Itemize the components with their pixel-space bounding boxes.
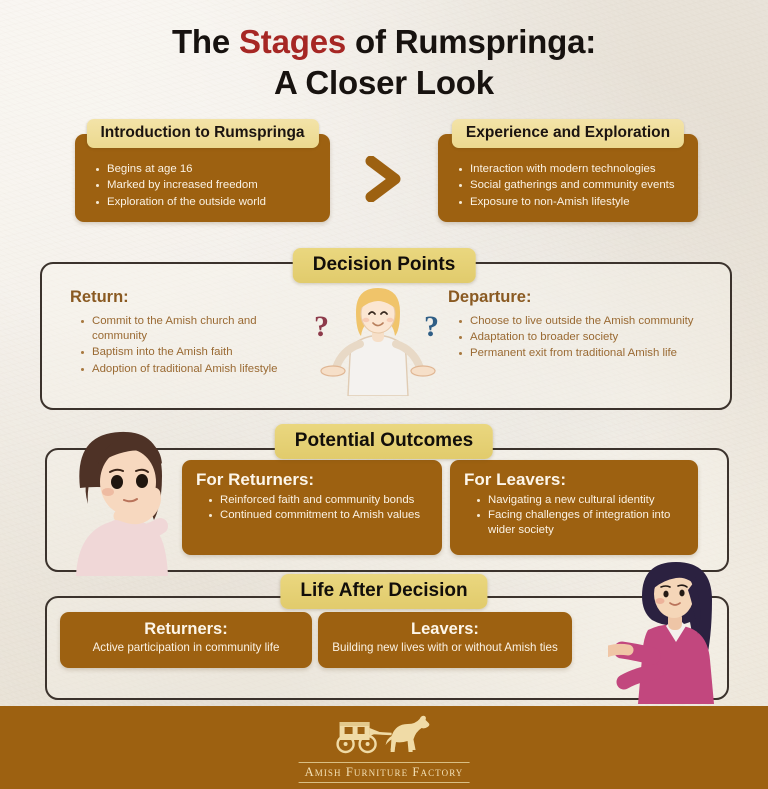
- list-item: Marked by increased freedom: [96, 178, 320, 193]
- stage-heading-introduction: Introduction to Rumspringa: [86, 119, 319, 148]
- brand-name: Amish Furniture Factory: [298, 762, 470, 783]
- list-item: Baptism into the Amish faith: [81, 345, 308, 360]
- list-item: Continued commitment to Amish values: [209, 508, 432, 523]
- list-item: Reinforced faith and community bonds: [209, 493, 432, 508]
- outcome-heading-leavers: For Leavers:: [464, 470, 567, 489]
- section-title-life-after-decision: Life After Decision: [280, 574, 488, 609]
- outcome-bullet-list-returners: Reinforced faith and community bonds Con…: [182, 493, 442, 523]
- list-item: Exposure to non-Amish lifestyle: [459, 195, 688, 210]
- outcome-card-returners: For Returners: Reinforced faith and comm…: [182, 460, 442, 555]
- stage-card-experience: Experience and Exploration Interaction w…: [438, 119, 698, 222]
- question-mark-left-icon: ?: [314, 310, 329, 343]
- outcome-bullet-list-leavers: Navigating a new cultural identity Facin…: [450, 493, 698, 539]
- title-line2: A Closer Look: [274, 63, 494, 101]
- title-highlight: Stages: [239, 23, 347, 60]
- list-item: Navigating a new cultural identity: [477, 493, 688, 508]
- illustration-thinking-woman: [58, 424, 178, 576]
- stage-card-introduction: Introduction to Rumspringa Begins at age…: [75, 119, 330, 222]
- decision-bullet-list-return: Commit to the Amish church and community…: [70, 314, 308, 377]
- title-line1-post: of Rumspringa:: [346, 23, 597, 60]
- list-item: Adaptation to broader society: [459, 330, 710, 345]
- chevron-right-icon: [362, 155, 406, 203]
- list-item: Begins at age 16: [96, 162, 320, 177]
- life-heading-leavers: Leavers:: [411, 620, 479, 638]
- horse-and-buggy-icon: [299, 714, 470, 761]
- life-card-leavers: Leavers: Building new lives with or with…: [318, 612, 572, 668]
- list-item: Exploration of the outside world: [96, 195, 320, 210]
- decision-bullet-list-departure: Choose to live outside the Amish communi…: [448, 314, 710, 362]
- list-item: Facing challenges of integration into wi…: [477, 508, 688, 538]
- title-line1-pre: The: [171, 23, 239, 60]
- life-heading-returners: Returners:: [144, 620, 228, 638]
- decision-column-departure: Departure: Choose to live outside the Am…: [448, 288, 710, 363]
- life-card-returners: Returners: Active participation in commu…: [60, 612, 312, 668]
- list-item: Social gatherings and community events: [459, 178, 688, 193]
- stage-bullet-list-introduction: Begins at age 16 Marked by increased fre…: [75, 134, 330, 210]
- life-text-leavers: Building new lives with or without Amish…: [332, 641, 558, 654]
- decision-heading-return: Return:: [70, 288, 129, 306]
- page-title: The Stages of Rumspringa: A Closer Look: [0, 22, 768, 104]
- decision-heading-departure: Departure:: [448, 288, 532, 306]
- outcome-card-leavers: For Leavers: Navigating a new cultural i…: [450, 460, 698, 555]
- list-item: Interaction with modern technologies: [459, 162, 688, 177]
- section-title-decision-points: Decision Points: [292, 248, 476, 283]
- section-title-potential-outcomes: Potential Outcomes: [274, 424, 494, 459]
- list-item: Choose to live outside the Amish communi…: [459, 314, 710, 329]
- list-item: Permanent exit from traditional Amish li…: [459, 346, 710, 361]
- life-text-returners: Active participation in community life: [92, 641, 280, 654]
- decision-column-return: Return: Commit to the Amish church and c…: [70, 288, 308, 378]
- outcome-heading-returners: For Returners:: [196, 470, 315, 489]
- stage-heading-experience: Experience and Exploration: [451, 119, 685, 148]
- question-mark-right-icon: ?: [424, 310, 439, 343]
- stage-bullet-list-experience: Interaction with modern technologies Soc…: [438, 134, 698, 210]
- list-item: Adoption of traditional Amish lifestyle: [81, 362, 308, 377]
- brand-logo: Amish Furniture Factory: [298, 714, 470, 783]
- list-item: Commit to the Amish church and community: [81, 314, 308, 344]
- illustration-undecided-woman: [318, 284, 438, 397]
- illustration-pointing-woman: [600, 556, 736, 704]
- footer-bar: Amish Furniture Factory: [0, 706, 768, 789]
